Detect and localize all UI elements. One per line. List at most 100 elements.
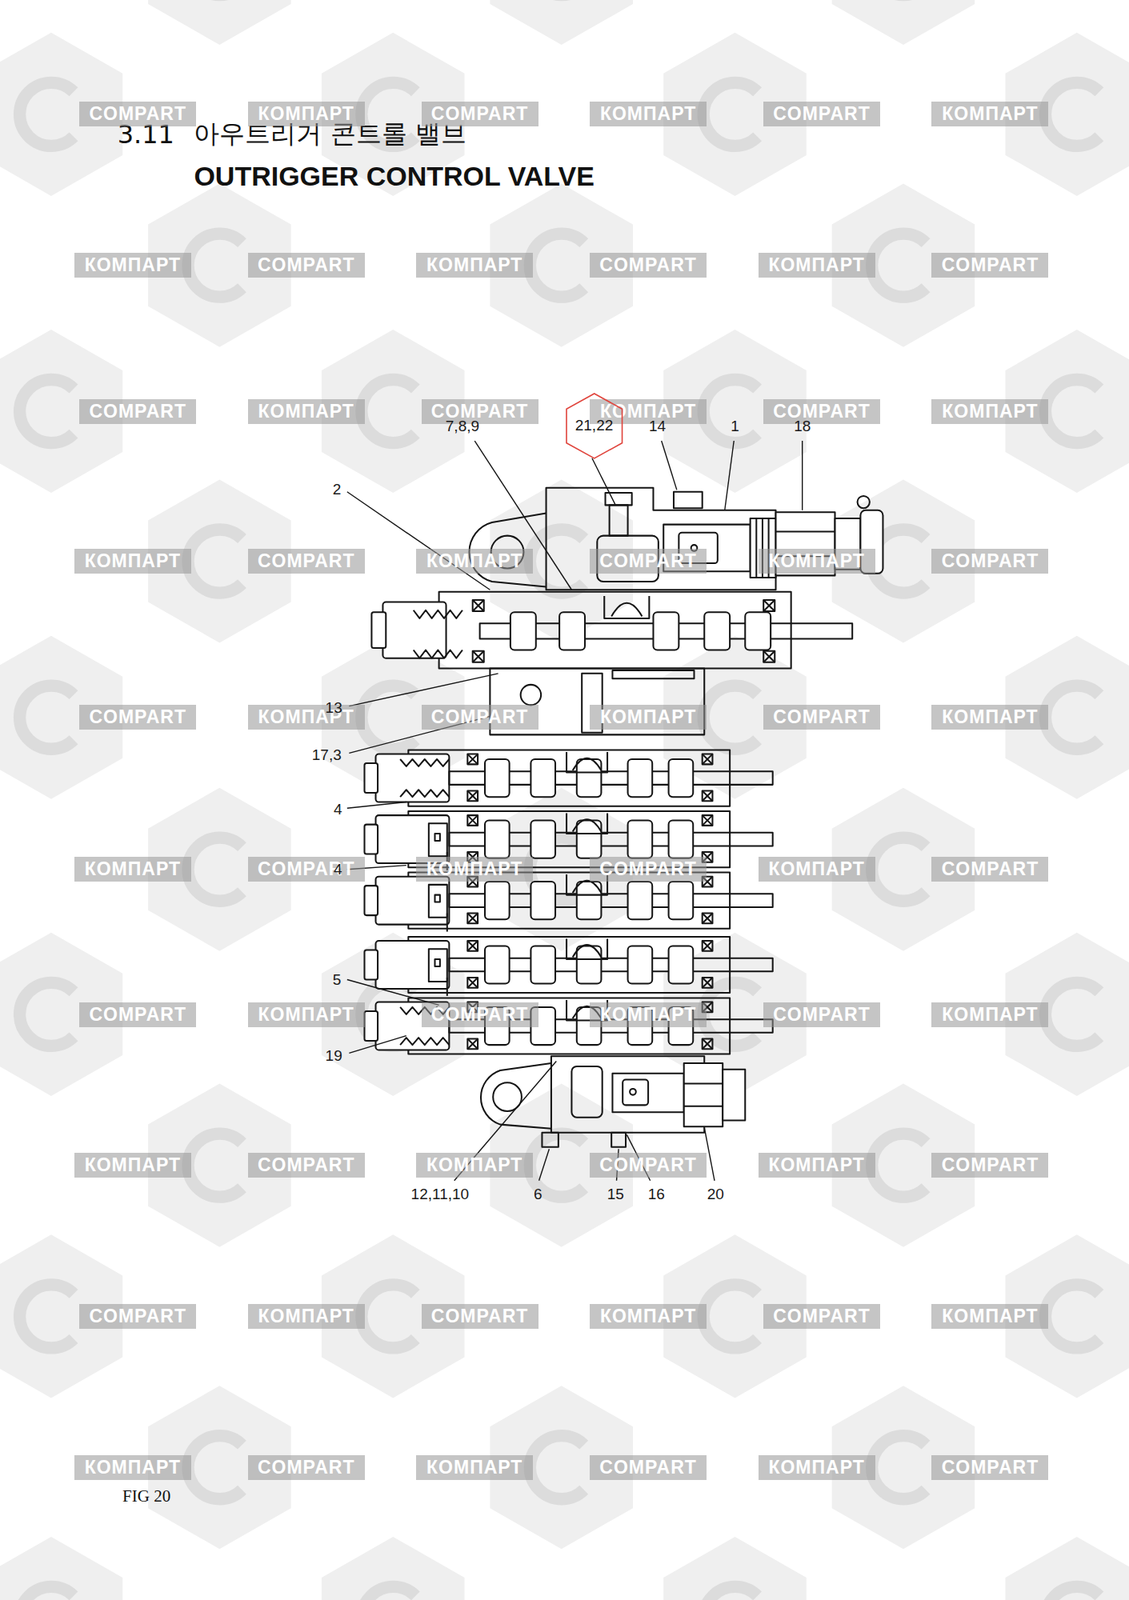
- drawing-part: [702, 1038, 713, 1049]
- drawing-part: [612, 670, 694, 679]
- drawing-part: [428, 948, 448, 982]
- watermark-text: КОМПАРТ: [416, 1153, 533, 1178]
- watermark-text: КОМПАРТ: [248, 399, 365, 425]
- watermark-text: КОМПАРТ: [248, 1304, 365, 1330]
- drawing-part: [832, 0, 976, 45]
- watermark-text: КОМПАРТ: [74, 1455, 192, 1481]
- drawing-part: [361, 1285, 416, 1349]
- watermark-text: КОМПАРТ: [931, 1002, 1049, 1028]
- drawing-part: [546, 488, 777, 591]
- drawing-part: [872, 837, 926, 901]
- drawing-part: [652, 612, 679, 650]
- drawing-part: [668, 945, 694, 984]
- watermark-text: COMPART: [421, 1304, 539, 1330]
- callout-number: 15: [607, 1185, 625, 1204]
- watermark-text: COMPART: [763, 101, 881, 127]
- drawing-part: [148, 0, 292, 45]
- watermark-text: COMPART: [421, 101, 539, 127]
- drawing-part: [530, 881, 556, 920]
- watermark-text: COMPART: [421, 704, 539, 730]
- watermark-text: COMPART: [248, 856, 365, 882]
- drawing-part: [872, 233, 926, 297]
- drawing-part: [408, 750, 730, 807]
- drawing-part: [467, 791, 478, 802]
- watermark-text: COMPART: [79, 399, 197, 425]
- watermark-text: COMPART: [589, 1153, 707, 1178]
- callout-number: 17,3: [312, 746, 342, 765]
- watermark-text: COMPART: [79, 1002, 197, 1028]
- callout-number: 1: [730, 417, 740, 436]
- watermark-text: КОМПАРТ: [589, 704, 707, 730]
- drawing-part: [629, 1088, 637, 1096]
- watermark-text: КОМПАРТ: [248, 101, 365, 127]
- watermark-text: КОМПАРТ: [758, 548, 876, 574]
- drawing-part: [188, 1133, 242, 1198]
- callout-number: 5: [332, 971, 342, 989]
- callout-number: 21,22: [575, 416, 614, 435]
- drawing-part: [539, 1149, 550, 1182]
- drawing-part: [702, 754, 713, 765]
- drawing-part: [801, 440, 803, 511]
- watermark-text: КОМПАРТ: [74, 856, 192, 882]
- callout-number: 12,11,10: [411, 1185, 470, 1204]
- drawing-part: [611, 603, 642, 617]
- drawing-part: [673, 492, 703, 509]
- drawing-part: [1044, 1285, 1099, 1349]
- drawing-part: [472, 651, 485, 663]
- drawing-part: [755, 518, 757, 578]
- drawing-part: [702, 913, 713, 925]
- drawing-part: [371, 612, 386, 649]
- drawing-part: [661, 440, 677, 490]
- drawing-part: [702, 940, 713, 952]
- drawing-part: [347, 802, 407, 809]
- drawing-part: [622, 1079, 649, 1105]
- drawing-part: [439, 592, 792, 669]
- drawing-part: [763, 600, 775, 612]
- drawing-part: [376, 876, 450, 925]
- watermark-text: КОМПАРТ: [931, 101, 1049, 127]
- drawing-part: [702, 913, 713, 925]
- drawing-part: [446, 977, 449, 997]
- drawing-part: [1044, 82, 1099, 146]
- watermark-text: КОМПАРТ: [416, 548, 533, 574]
- drawing-part: [703, 1586, 757, 1600]
- callout-number: 6: [533, 1185, 543, 1204]
- drawing-part: [572, 758, 602, 771]
- watermark-text: COMPART: [589, 1455, 707, 1481]
- watermark-text: COMPART: [589, 252, 707, 278]
- drawing-part: [663, 1537, 807, 1600]
- watermark-text: COMPART: [589, 548, 707, 574]
- watermark-logo: [321, 1537, 465, 1600]
- drawing-part: [364, 750, 773, 807]
- drawing-part: [612, 1073, 684, 1113]
- watermark-text: COMPART: [421, 1002, 539, 1028]
- drawing-part: [467, 913, 478, 925]
- watermark-text: КОМПАРТ: [416, 252, 533, 278]
- drawing-part: [857, 496, 870, 509]
- watermark-text: КОМПАРТ: [416, 856, 533, 882]
- drawing-part: [472, 600, 485, 612]
- callout-number: 4: [333, 860, 343, 879]
- drawing-part: [703, 1285, 757, 1349]
- drawing-part: [702, 815, 713, 826]
- drawing-part: [472, 651, 485, 663]
- drawing-part: [484, 945, 510, 984]
- drawing-part: [376, 754, 450, 803]
- watermark-text: КОМПАРТ: [74, 252, 192, 278]
- drawing-part: [703, 685, 757, 749]
- drawing-part: [628, 820, 653, 859]
- drawing-part: [1044, 982, 1099, 1046]
- drawing-part: [628, 881, 653, 920]
- watermark-text: COMPART: [763, 704, 881, 730]
- drawing-part: [188, 837, 242, 901]
- drawing-part: [467, 977, 478, 989]
- drawing-part: [348, 1036, 406, 1054]
- drawing-part: [611, 1133, 626, 1148]
- drawing-part: [668, 881, 694, 920]
- drawing-part: [361, 379, 416, 443]
- valve-drawing: [364, 488, 884, 1148]
- watermark-text: COMPART: [79, 1304, 197, 1330]
- drawing-part: [467, 754, 478, 765]
- drawing-part: [668, 820, 694, 859]
